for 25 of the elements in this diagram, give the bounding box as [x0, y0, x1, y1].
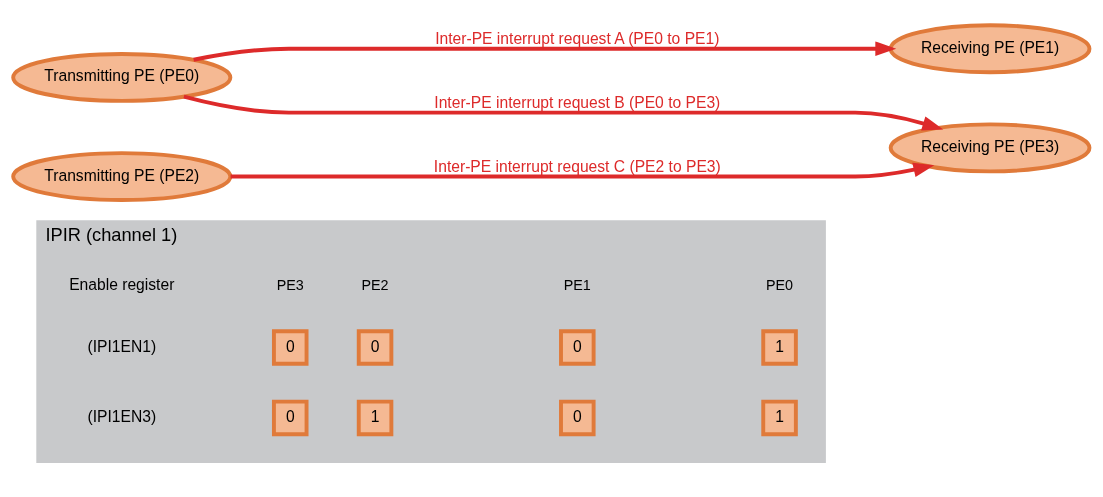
edge-label: Inter-PE interrupt request C (PE2 to PE3) [433, 157, 721, 175]
label: (IPI1EN1) [87, 337, 157, 355]
node-box: 0 [559, 399, 596, 436]
label: PE3 [276, 276, 304, 293]
edge-label: Inter-PE interrupt request A (PE0 to PE1) [435, 29, 720, 47]
edge-label: Inter-PE interrupt request B (PE0 to PE3) [434, 93, 721, 111]
node-box: 0 [559, 328, 596, 366]
arrow [230, 162, 935, 179]
node-ellipse: Receiving PE (PE3) [888, 121, 1092, 173]
node-box: 0 [356, 328, 394, 366]
node-ellipse: Transmitting PE (PE0) [11, 51, 233, 103]
node-box: 1 [356, 399, 394, 436]
label: Enable register [69, 275, 175, 293]
node-ellipse: Transmitting PE (PE2) [11, 150, 233, 202]
label: (IPI1EN3) [87, 407, 157, 425]
node-box: 1 [761, 399, 798, 436]
node-box: 0 [271, 399, 309, 436]
node-box: 1 [761, 328, 798, 366]
arrow [183, 94, 944, 130]
label: PE0 [765, 276, 794, 293]
label: PE2 [361, 276, 389, 293]
node-ellipse: Receiving PE (PE1) [888, 22, 1092, 74]
arrow [193, 40, 897, 62]
node-box: 0 [271, 328, 309, 366]
label: PE1 [563, 276, 591, 293]
